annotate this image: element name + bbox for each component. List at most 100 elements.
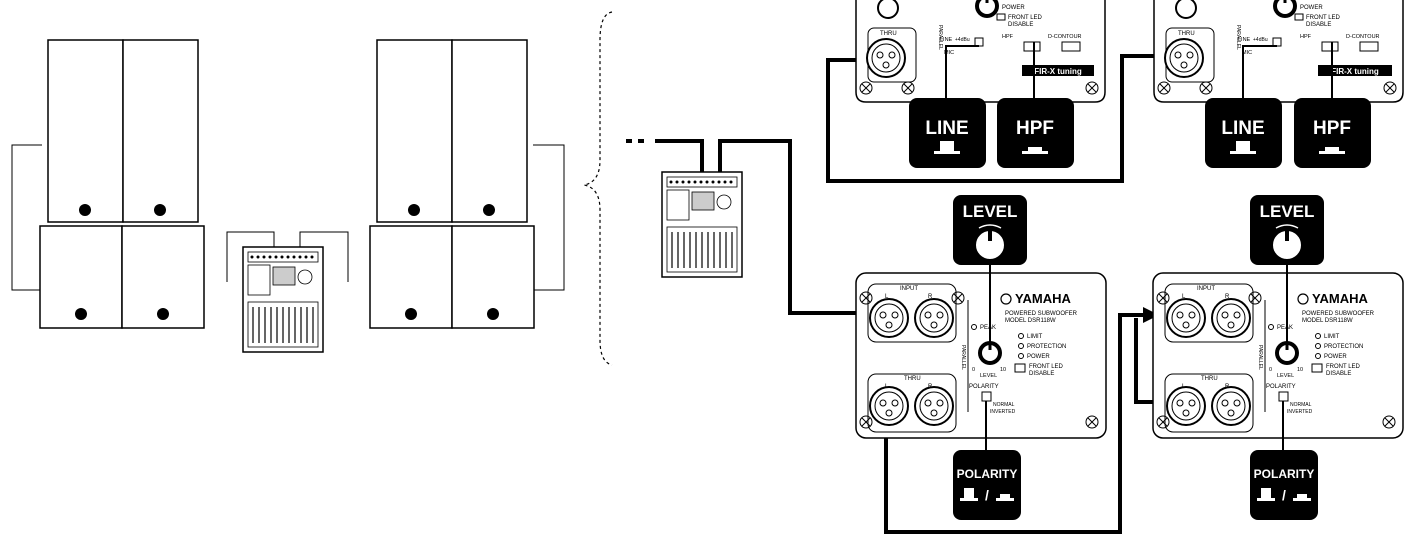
sub-right-protection: PROTECTION [1324, 344, 1363, 350]
sub-right-normal: NORMAL [1290, 402, 1312, 408]
sub-left-thru-r-jack [914, 386, 954, 426]
sub-left-thru-label: THRU [904, 376, 921, 382]
polarity-left-slash: / [985, 487, 989, 503]
top-left-side-label: PARALLEL [937, 25, 943, 50]
line-callout-right-label: LINE [1221, 118, 1264, 139]
polarity-callout-right: POLARITY / [1250, 450, 1318, 520]
subwoofer-panel-right: INPUT L R THRU L R PARALLEL YAMAHA POWER… [1152, 272, 1404, 439]
input-arrow-right [1143, 307, 1159, 323]
sub-right-model-1: POWERED SUBWOOFER [1302, 311, 1375, 317]
hpf-callout-left: HPF [997, 98, 1074, 168]
top-right-line-level: +4dBu [1253, 37, 1268, 43]
level-knob-icon [1271, 229, 1303, 261]
top-left-disable: DISABLE [1008, 22, 1033, 28]
subwoofer-panel-left: INPUT L R THRU L R PARALLEL YAMAHA POWER… [855, 272, 1107, 439]
sub-right-input-l-jack [1166, 298, 1206, 338]
sub-left-level-max: 10 [1000, 367, 1006, 373]
sub-left-peak: PEAK [980, 325, 996, 331]
zoom-brace [583, 11, 613, 366]
rotate-arrow-icon [978, 224, 1002, 229]
sub-left-thru-l-jack [869, 386, 909, 426]
polarity-callout-left: POLARITY / [953, 450, 1021, 520]
sub-right-input-l: L [1182, 294, 1186, 300]
level-callout-left: LEVEL [953, 195, 1027, 265]
sub-left-side-label: PARALLEL [960, 345, 966, 370]
sub-right-level-label: LEVEL [1277, 373, 1294, 379]
top-left-power: POWER [1002, 5, 1025, 11]
sub-right-input-r-jack [1211, 298, 1251, 338]
sub-right-model-2: MODEL DSR118W [1302, 318, 1353, 324]
top-right-hpf-label: HPF [1300, 34, 1312, 40]
level-callout-right: LEVEL [1250, 195, 1324, 265]
top-left-mic: MIC [944, 50, 954, 56]
rotate-arrow-icon [1275, 224, 1299, 229]
line-callout-left-label: LINE [925, 118, 968, 139]
top-left-speaker-panel: THRU PARALLEL POWER FRONT LED DISABLE LI… [855, 0, 1106, 103]
top-right-leaders [1242, 42, 1333, 100]
top-left-front-led: FRONT LED [1008, 15, 1043, 21]
level-callout-right-label: LEVEL [1260, 202, 1315, 221]
top-left-line-switch: LINE [940, 37, 953, 43]
top-right-jack [1175, 0, 1197, 19]
sub-left-logo-icon [1000, 293, 1012, 305]
sub-left-model-1: POWERED SUBWOOFER [1005, 311, 1078, 317]
sub-left-level-label: LEVEL [980, 373, 997, 379]
sub-right-limit: LIMIT [1324, 334, 1340, 340]
level-callout-left-label: LEVEL [963, 202, 1018, 221]
hpf-callout-right: HPF [1294, 98, 1371, 168]
top-right-power: POWER [1300, 5, 1323, 11]
sub-right-level-min: 0 [1269, 367, 1272, 373]
top-left-jack [877, 0, 899, 19]
polarity-callout-right-label: POLARITY [1254, 467, 1315, 481]
sub-left-input-r-jack [914, 298, 954, 338]
sub-right-peak: PEAK [1277, 325, 1293, 331]
sub-left-input-label: INPUT [900, 286, 918, 292]
overview-left-stack [39, 39, 205, 329]
top-right-d-contour: D-CONTOUR [1346, 34, 1380, 40]
sub-right-front-led: FRONT LED [1326, 364, 1361, 370]
sub-left-protection: PROTECTION [1027, 344, 1066, 350]
top-right-front-led: FRONT LED [1306, 15, 1341, 21]
sub-left-front-led: FRONT LED [1029, 364, 1064, 370]
sub-right-polarity-switch [1278, 391, 1289, 402]
sub-left-input-r: R [928, 294, 933, 300]
sub-left-model-2: MODEL DSR118W [1005, 318, 1056, 324]
top-left-fir-badge: FIR-X tuning [1034, 67, 1082, 76]
sub-left-limit: LIMIT [1027, 334, 1043, 340]
sub-left-level-min: 0 [972, 367, 975, 373]
sub-left-disable: DISABLE [1029, 371, 1054, 377]
sub-right-input-r: R [1225, 294, 1230, 300]
top-left-hpf-label: HPF [1002, 34, 1014, 40]
top-right-speaker-panel: THRU PARALLEL POWER FRONT LED DISABLE LI… [1153, 0, 1404, 103]
top-left-line-level: +4dBu [955, 37, 970, 43]
line-callout-left: LINE [909, 98, 986, 168]
sub-left-polarity-label: POLARITY [969, 384, 999, 390]
top-right-mic: MIC [1242, 50, 1252, 56]
top-right-thru-label: THRU [1178, 31, 1195, 37]
sub-right-side-label: PARALLEL [1257, 345, 1263, 370]
signal-cables [626, 54, 1160, 534]
sub-leaders [985, 265, 1288, 452]
top-right-line-switch: LINE [1238, 37, 1251, 43]
sub-left-input-l: L [885, 294, 889, 300]
sub-left-input-l-jack [869, 298, 909, 338]
sub-left-normal: NORMAL [993, 402, 1015, 408]
sub-right-thru-label: THRU [1201, 376, 1218, 382]
sub-right-thru-r-jack [1211, 386, 1251, 426]
sub-right-power: POWER [1324, 354, 1347, 360]
sub-right-logo-icon [1297, 293, 1309, 305]
hpf-callout-left-label: HPF [1016, 118, 1054, 139]
top-right-side-label: PARALLEL [1235, 25, 1241, 50]
polarity-right-slash: / [1282, 487, 1286, 503]
overview-cables [11, 144, 565, 291]
hpf-callout-right-label: HPF [1313, 118, 1351, 139]
detail-mixer [661, 171, 743, 278]
sub-right-disable: DISABLE [1326, 371, 1351, 377]
top-left-thru-label: THRU [880, 31, 897, 37]
sub-right-input-label: INPUT [1197, 286, 1215, 292]
sub-right-level-max: 10 [1297, 367, 1303, 373]
polarity-callout-left-label: POLARITY [957, 467, 1018, 481]
top-right-fir-badge: FIR-X tuning [1331, 67, 1379, 76]
sub-left-power: POWER [1027, 354, 1050, 360]
